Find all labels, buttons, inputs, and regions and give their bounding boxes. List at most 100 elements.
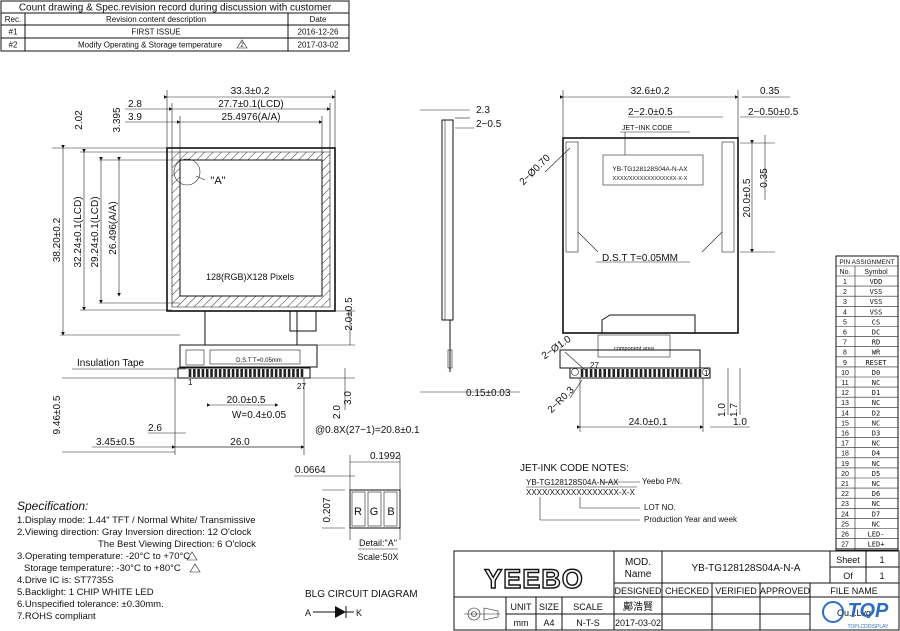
designed-label: DESIGNED bbox=[614, 586, 662, 596]
watermark-text: TOP bbox=[848, 600, 889, 622]
dim-total-width: 33.3±0.2 bbox=[231, 86, 270, 97]
connector-pin bbox=[244, 369, 248, 377]
pin-no-5: 5 bbox=[843, 319, 847, 326]
pin-symbol-27: LED+ bbox=[868, 541, 885, 549]
detail-scale: Scale:50X bbox=[357, 552, 398, 562]
sheet-label: Sheet bbox=[836, 555, 860, 565]
jet-ink-code-label: JET−INK CODE bbox=[622, 125, 673, 132]
pin-symbol-20: D5 bbox=[872, 470, 880, 478]
connector-pin bbox=[635, 369, 638, 377]
connector-pin bbox=[680, 369, 684, 377]
connector-pin bbox=[188, 369, 192, 377]
front-pin-27-label: 27 bbox=[297, 382, 306, 391]
detail-dim-0-1992: 0.1992 bbox=[370, 451, 401, 462]
pin-symbol-25: NC bbox=[872, 520, 880, 528]
unit-label: UNIT bbox=[511, 602, 532, 612]
back-dim-v-1-0: 1.0 bbox=[717, 403, 728, 417]
back-dim-2-2-0: 2−2.0±0.5 bbox=[628, 107, 673, 118]
blg-title: BLG CIRCUIT DIAGRAM bbox=[305, 589, 418, 600]
side-view: 2.3 2−0.5 0.15±0.03 bbox=[420, 105, 520, 399]
connector-pin bbox=[193, 369, 196, 377]
connector-pin bbox=[598, 369, 602, 377]
file-name-value: Ou...Lvg bbox=[837, 608, 871, 618]
dim-left-2-6: 2.6 bbox=[148, 423, 162, 434]
pin-no-15: 15 bbox=[841, 420, 849, 427]
connector-pin bbox=[227, 369, 231, 377]
connector-pin bbox=[589, 369, 593, 377]
of-label: Of bbox=[843, 571, 853, 581]
size-value: A4 bbox=[543, 618, 554, 628]
pin-symbol-14: D2 bbox=[872, 409, 880, 417]
front-pin-1-label: 1 bbox=[188, 378, 193, 387]
connector-pin bbox=[580, 369, 584, 377]
diode-icon bbox=[335, 606, 346, 618]
dim-left-3-45: 3.45±0.5 bbox=[96, 437, 135, 448]
pin-table-title: PIN ASSIGNMENT bbox=[839, 259, 894, 266]
rev-row-1-desc: FIRST ISSUE bbox=[131, 28, 180, 37]
connector-pin bbox=[585, 369, 588, 377]
back-dim-24-0: 24.0±0.1 bbox=[629, 417, 668, 428]
jet-notes-lot: LOT NO. bbox=[644, 503, 676, 512]
front-view: 1 27 D.S.T T=0.05mm "A" 128(RGB)X128 Pix… bbox=[52, 86, 420, 455]
back-dim-2-0-50: 2−0.50±0.5 bbox=[748, 107, 799, 118]
of-value: 1 bbox=[879, 571, 884, 581]
dim-lcd-width: 27.7±0.1(LCD) bbox=[218, 99, 284, 110]
scale-label: SCALE bbox=[573, 602, 603, 612]
detail-g-subpixel: G bbox=[370, 506, 379, 518]
connector-pin bbox=[639, 369, 643, 377]
checked-label: CHECKED bbox=[665, 586, 710, 596]
dim-left-3-9: 3.9 bbox=[128, 112, 142, 123]
spec-triangle-icon-2 bbox=[189, 563, 201, 573]
pin-no-6: 6 bbox=[843, 330, 847, 337]
pin-symbol-26: LED- bbox=[868, 531, 885, 539]
pin-symbol-3: VSS bbox=[870, 298, 883, 306]
dim-fpc-2-0: 2.0±0.5 bbox=[344, 297, 355, 331]
pin-symbol-5: CS bbox=[872, 318, 880, 326]
blg-anode-label: A bbox=[305, 608, 311, 618]
connector-pin bbox=[214, 369, 218, 377]
pin-symbol-1: VDD bbox=[870, 278, 883, 286]
pin-no-11: 11 bbox=[841, 380, 848, 387]
pin-symbol-6: DC bbox=[872, 329, 880, 337]
pin-no-12: 12 bbox=[841, 390, 849, 397]
spec-triangle-icon-1 bbox=[186, 551, 198, 561]
back-dim-h-0-35: 0.35 bbox=[759, 168, 770, 188]
connector-pin bbox=[603, 369, 606, 377]
pin-symbol-22: D6 bbox=[872, 490, 880, 498]
spec-line-7: 5.Backlight: 1 CHIP WHITE LED bbox=[17, 587, 154, 598]
pin-symbol-10: D0 bbox=[872, 369, 880, 377]
dim-aa-height: 26.496(A/A) bbox=[108, 201, 119, 254]
spec-line-6: 4.Drive IC is: ST7735S bbox=[17, 575, 114, 586]
back-x-code: XXXX/XXXXXXXXXXXXX-X-X bbox=[613, 176, 688, 182]
brand-logo: YEEBO bbox=[484, 564, 584, 594]
connector-pin bbox=[270, 369, 274, 377]
connector-pin bbox=[257, 369, 261, 377]
connector-pin bbox=[231, 369, 235, 377]
pin-header-symbol: Symbol bbox=[864, 269, 888, 276]
pin-symbol-9: RESET bbox=[865, 359, 887, 367]
rev-header-desc: Revision content description bbox=[106, 15, 206, 24]
connector-pin bbox=[648, 369, 652, 377]
back-dim-h-1-0: 1.0 bbox=[733, 417, 747, 428]
pin-no-16: 16 bbox=[841, 431, 849, 438]
connector-pin bbox=[274, 369, 278, 377]
connector-pin bbox=[685, 369, 688, 377]
spec-line-3: The Best Viewing Direction: 6 O'clock bbox=[98, 539, 256, 550]
pin-symbol-17: NC bbox=[872, 440, 880, 448]
pin-symbol-19: NC bbox=[872, 460, 880, 468]
pin-symbol-24: D7 bbox=[872, 510, 880, 518]
pin-no-8: 8 bbox=[843, 350, 847, 357]
watermark-sub: TOPLCDDISPLAY bbox=[848, 624, 890, 630]
pin-no-3: 3 bbox=[843, 299, 847, 306]
spec-title: Specification: bbox=[17, 499, 88, 513]
connector-pin bbox=[689, 369, 693, 377]
back-pin-1-label: 1 bbox=[704, 369, 709, 378]
dim-pitch-formula: @0.8X(27−1)=20.8±0.1 bbox=[315, 425, 420, 436]
pin-symbol-13: NC bbox=[872, 399, 880, 407]
pin-no-26: 26 bbox=[841, 532, 849, 539]
detail-a: 0.0664 0.1992 R G B 0.207 Detail:"A" Sca… bbox=[294, 451, 401, 562]
back-dim-dia-1-0: 2−Ø1.0 bbox=[540, 334, 574, 362]
connector-pin bbox=[617, 369, 620, 377]
connector-pin bbox=[266, 369, 269, 377]
scale-value: N-T-S bbox=[576, 618, 600, 628]
